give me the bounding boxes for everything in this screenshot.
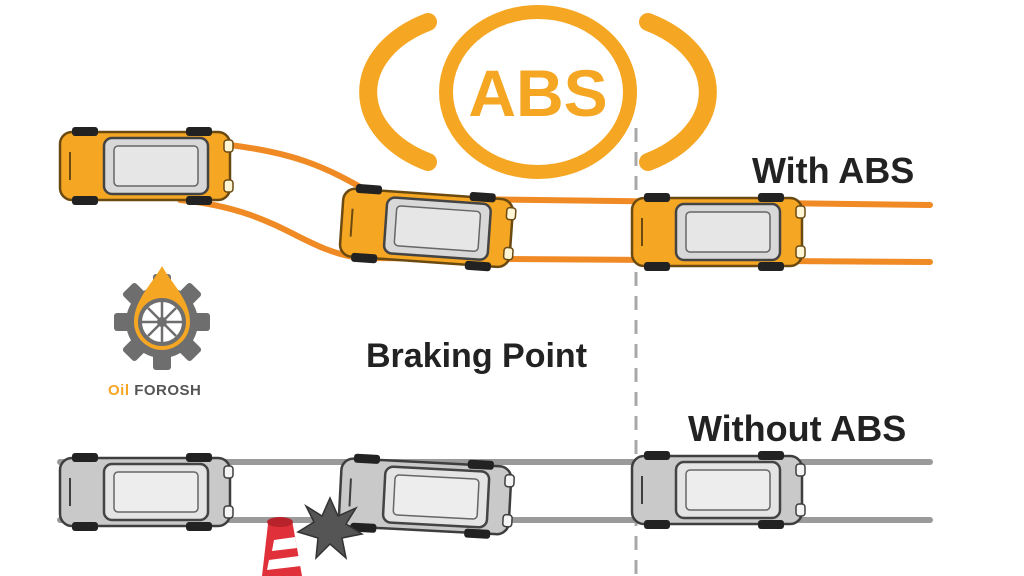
car-icon bbox=[336, 451, 517, 542]
impact-burst-icon bbox=[296, 496, 364, 561]
abs-badge-text: ABS bbox=[468, 56, 607, 130]
with-abs-label: With ABS bbox=[752, 150, 915, 191]
braking-point-label: Braking Point bbox=[366, 337, 588, 375]
car-icon bbox=[58, 125, 235, 207]
logo-text-forosh: FOROSH bbox=[134, 382, 202, 399]
traffic-cone-icon bbox=[262, 517, 302, 576]
car-icon bbox=[58, 451, 235, 533]
abs-warning-icon: ABS bbox=[359, 5, 717, 179]
car-icon bbox=[337, 181, 519, 275]
logo-text: Oil FOROSH bbox=[108, 382, 201, 399]
gear-wheel-logo-icon bbox=[114, 266, 210, 370]
logo-text-oil: Oil bbox=[108, 382, 130, 399]
car-icon bbox=[630, 191, 807, 273]
car-icon bbox=[630, 449, 807, 531]
without-abs-label: Without ABS bbox=[688, 408, 907, 449]
